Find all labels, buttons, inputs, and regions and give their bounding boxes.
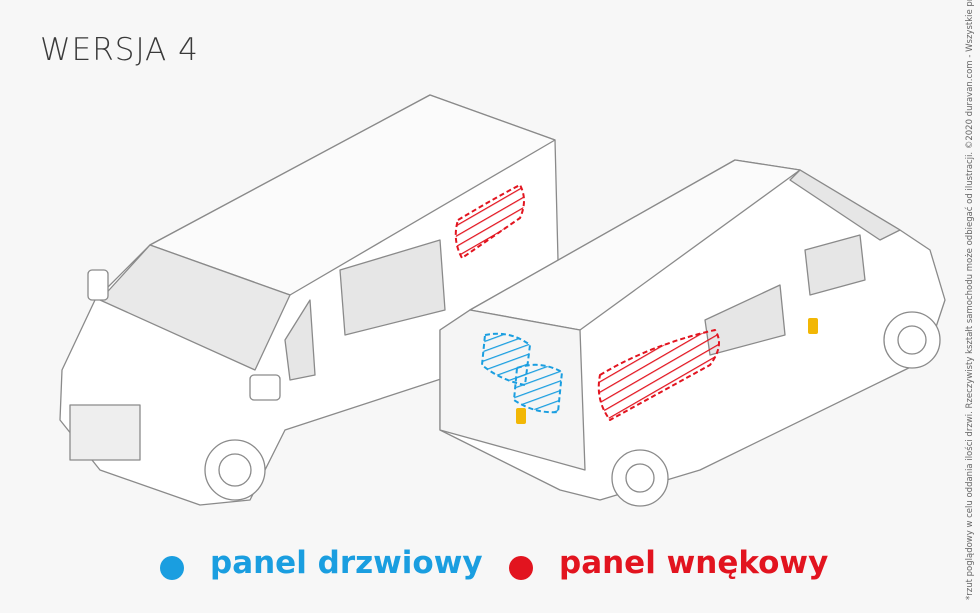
version-title: WERSJA 4 [40, 32, 199, 68]
legend-item-recess-panel: panel wnękowy [509, 545, 828, 581]
legend-item-door-panel: panel drzwiowy [160, 545, 483, 581]
legend-label: panel drzwiowy [210, 545, 483, 581]
van-front-view [59, 94, 561, 506]
red-dot-icon [509, 556, 533, 580]
blue-dot-icon [160, 556, 184, 580]
legend-label: panel wnękowy [559, 545, 829, 581]
van-rear-view [439, 159, 946, 507]
